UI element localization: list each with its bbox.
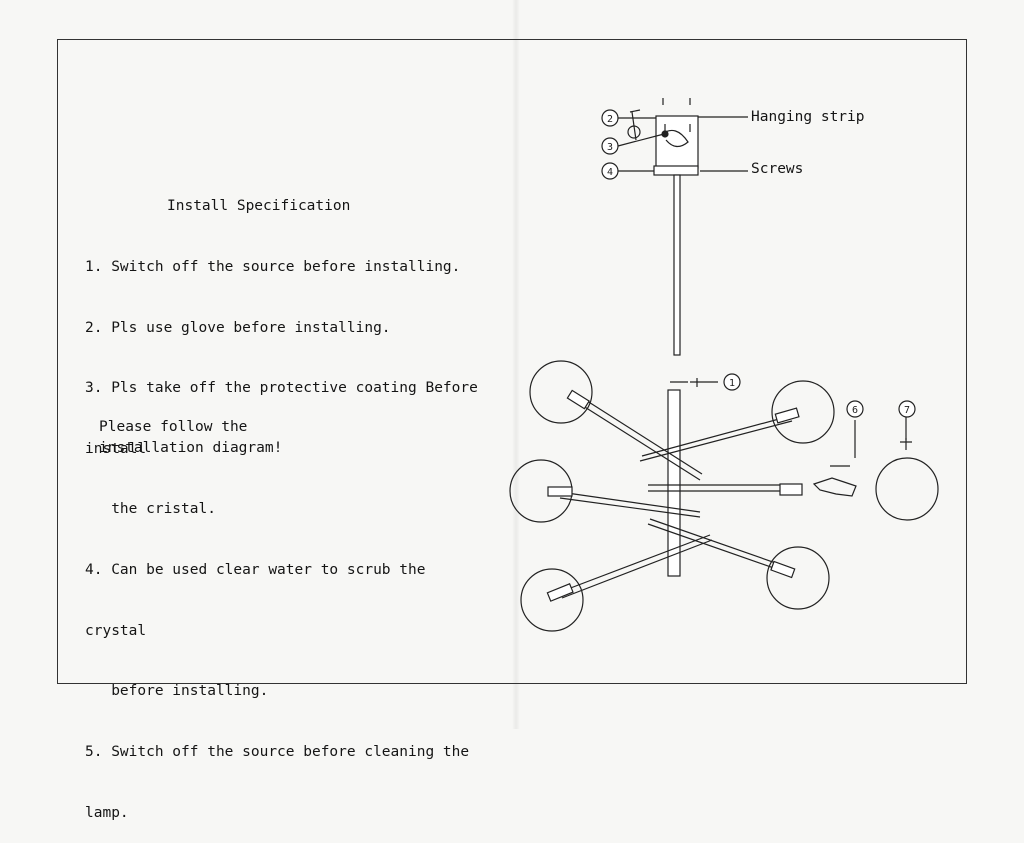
callout-7: 7 — [904, 405, 910, 416]
spec-line-9: 5. Switch off the source before cleaning… — [85, 743, 470, 760]
callout-circles — [601, 109, 916, 418]
label-screws: Screws — [751, 161, 804, 177]
spec-line-10: lamp. — [85, 804, 129, 821]
callout-6: 6 — [852, 405, 858, 416]
spec-line-5: the cristal. — [85, 501, 216, 518]
chandelier-arms — [559, 398, 793, 599]
label-hanging-strip: Hanging strip — [751, 109, 865, 125]
bulb-sockets — [546, 389, 803, 602]
spec-line-8: before installing. — [85, 683, 269, 700]
bulb-installation-detail — [812, 416, 912, 497]
chandelier-installation-diagram: 2 3 4 1 6 7 — [509, 98, 939, 632]
page-border — [57, 39, 967, 684]
spec-line-3: 3. Pls take off the protective coating B… — [85, 380, 478, 397]
spec-line-2: 2. Pls use glove before installing. — [85, 319, 391, 336]
follow-line-1: Please follow the — [99, 419, 248, 435]
spec-line-6: 4. Can be used clear water to scrub the — [85, 562, 426, 579]
spec-line-4: install — [85, 440, 147, 457]
follow-line-2: installation diagram! — [99, 439, 283, 456]
callout-leaders — [617, 116, 748, 172]
callout-2: 2 — [607, 114, 613, 125]
spec-line-7: crystal — [85, 622, 147, 639]
screw-detail — [690, 378, 718, 387]
follow-diagram-note: Please follow the installation diagram! — [99, 417, 282, 458]
callout-4: 4 — [607, 167, 613, 178]
chandelier-rod — [667, 174, 688, 577]
callout-1: 1 — [729, 378, 735, 389]
callout-3: 3 — [607, 142, 613, 153]
spec-line-1: 1. Switch off the source before installi… — [85, 259, 461, 276]
ceiling-canopy — [627, 98, 699, 176]
spec-title: Install Specification — [167, 198, 351, 215]
page-fold — [512, 0, 520, 729]
